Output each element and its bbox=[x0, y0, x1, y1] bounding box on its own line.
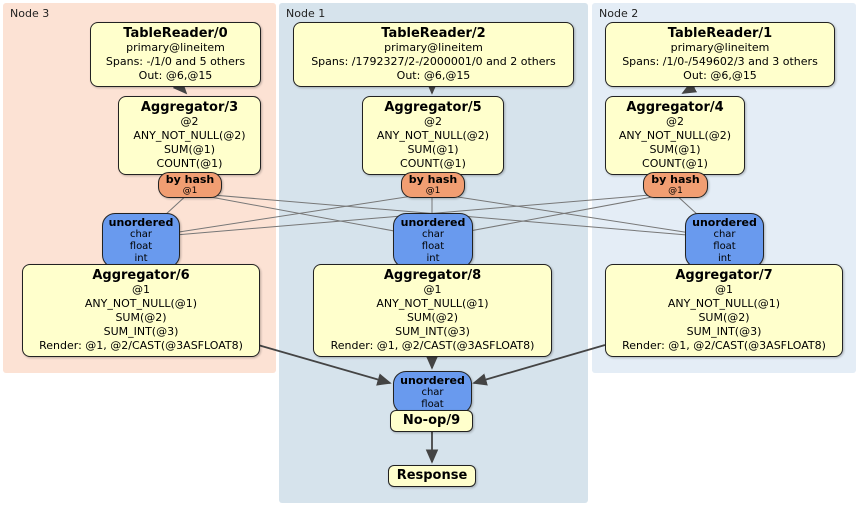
node-tablereader-2: TableReader/2 primary@lineitem Spans: /1… bbox=[293, 22, 574, 87]
sync-label: unordered bbox=[692, 216, 757, 229]
router-by-hash-3: by hash @1 bbox=[158, 172, 222, 198]
node-line: Render: @1, @2/CAST(@3ASFLOAT8) bbox=[622, 339, 826, 352]
node-line: SUM_INT(@3) bbox=[686, 325, 762, 338]
node-title: TableReader/1 bbox=[667, 26, 773, 41]
node-line: SUM_INT(@3) bbox=[395, 325, 470, 338]
sync-type: char bbox=[421, 229, 445, 240]
router-label: by hash bbox=[165, 173, 215, 186]
node-line: Render: @1, @2/CAST(@3ASFLOAT8) bbox=[39, 339, 243, 352]
router-by-hash-5: by hash @1 bbox=[401, 172, 465, 198]
router-columns: @1 bbox=[425, 186, 441, 196]
node-line: SUM(@1) bbox=[163, 143, 216, 156]
sync-type: float bbox=[129, 241, 153, 252]
router-label: by hash bbox=[408, 173, 458, 186]
router-label: by hash bbox=[651, 173, 700, 186]
node-line: ANY_NOT_NULL(@1) bbox=[84, 297, 198, 310]
node-line: @1 bbox=[715, 283, 733, 296]
node-response: Response bbox=[388, 465, 476, 487]
router-columns: @1 bbox=[668, 186, 683, 196]
node-line: SUM(@2) bbox=[406, 311, 459, 324]
node-line: @1 bbox=[132, 283, 150, 296]
node-line: Out: @6,@15 bbox=[396, 69, 471, 82]
panel-node-2-label: Node 2 bbox=[599, 7, 639, 20]
node-tablereader-1: TableReader/1 primary@lineitem Spans: /1… bbox=[605, 22, 835, 87]
node-line: COUNT(@1) bbox=[400, 157, 466, 170]
sync-type: float bbox=[421, 399, 444, 410]
node-line: ANY_NOT_NULL(@1) bbox=[667, 297, 781, 310]
node-title: TableReader/0 bbox=[123, 26, 228, 41]
node-line: ANY_NOT_NULL(@1) bbox=[376, 297, 489, 310]
sync-type: char bbox=[713, 229, 736, 240]
node-noop-9: No-op/9 bbox=[390, 410, 473, 432]
sync-type: float bbox=[421, 241, 445, 252]
node-line: Out: @6,@15 bbox=[683, 69, 757, 82]
node-line: primary@lineitem bbox=[126, 41, 225, 54]
sync-label: unordered bbox=[400, 374, 465, 387]
node-aggregator-6: Aggregator/6 @1 ANY_NOT_NULL(@1) SUM(@2)… bbox=[22, 264, 260, 357]
node-line: @1 bbox=[423, 283, 442, 296]
sync-unordered-node3: unordered char float int bbox=[102, 213, 180, 268]
sync-type: float bbox=[713, 241, 736, 252]
node-title: Aggregator/4 bbox=[626, 100, 724, 115]
node-line: ANY_NOT_NULL(@2) bbox=[376, 129, 490, 142]
node-title: Aggregator/8 bbox=[383, 268, 482, 283]
node-line: Spans: /1/0-/549602/3 and 3 others bbox=[622, 55, 818, 68]
node-line: @2 bbox=[180, 115, 199, 128]
node-line: Spans: -/1/0 and 5 others bbox=[105, 55, 246, 68]
node-line: SUM(@2) bbox=[698, 311, 750, 324]
node-aggregator-4: Aggregator/4 @2 ANY_NOT_NULL(@2) SUM(@1)… bbox=[605, 96, 745, 175]
node-line: Render: @1, @2/CAST(@3ASFLOAT8) bbox=[330, 339, 535, 352]
sync-type: int bbox=[717, 253, 732, 264]
sync-label: unordered bbox=[108, 216, 174, 229]
panel-node-3-label: Node 3 bbox=[10, 7, 50, 20]
node-line: SUM(@1) bbox=[407, 143, 459, 156]
node-aggregator-5: Aggregator/5 @2 ANY_NOT_NULL(@2) SUM(@1)… bbox=[362, 96, 504, 175]
node-title: No-op/9 bbox=[402, 413, 461, 428]
node-title: Aggregator/3 bbox=[140, 100, 239, 115]
node-line: SUM_INT(@3) bbox=[103, 325, 179, 338]
node-line: COUNT(@1) bbox=[156, 157, 223, 170]
node-line: @2 bbox=[424, 115, 442, 128]
node-title: TableReader/2 bbox=[381, 26, 486, 41]
sync-unordered-output: unordered char float bbox=[393, 371, 472, 414]
node-line: Out: @6,@15 bbox=[138, 69, 213, 82]
node-line: Spans: /1792327/2-/2000001/0 and 2 other… bbox=[311, 55, 556, 68]
sync-unordered-node1: unordered char float int bbox=[393, 213, 473, 268]
node-aggregator-3: Aggregator/3 @2 ANY_NOT_NULL(@2) SUM(@1)… bbox=[118, 96, 261, 175]
node-tablereader-0: TableReader/0 primary@lineitem Spans: -/… bbox=[90, 22, 261, 87]
sync-type: int bbox=[134, 253, 148, 264]
node-aggregator-7: Aggregator/7 @1 ANY_NOT_NULL(@1) SUM(@2)… bbox=[605, 264, 843, 357]
node-line: COUNT(@1) bbox=[642, 157, 708, 170]
node-line: ANY_NOT_NULL(@2) bbox=[618, 129, 732, 142]
sync-unordered-node2: unordered char float int bbox=[685, 213, 764, 268]
node-title: Aggregator/6 bbox=[92, 268, 190, 283]
node-line: SUM(@2) bbox=[115, 311, 167, 324]
panel-node-1-label: Node 1 bbox=[286, 7, 326, 20]
router-by-hash-4: by hash @1 bbox=[643, 172, 708, 198]
sync-label: unordered bbox=[400, 216, 466, 229]
node-line: ANY_NOT_NULL(@2) bbox=[133, 129, 246, 142]
node-aggregator-8: Aggregator/8 @1 ANY_NOT_NULL(@1) SUM(@2)… bbox=[313, 264, 552, 357]
sync-type: char bbox=[421, 387, 444, 398]
node-line: @2 bbox=[666, 115, 684, 128]
node-line: primary@lineitem bbox=[670, 41, 770, 54]
node-title: Aggregator/5 bbox=[384, 100, 482, 115]
sync-type: int bbox=[426, 253, 440, 264]
node-title: Aggregator/7 bbox=[675, 268, 773, 283]
node-title: Response bbox=[396, 468, 468, 483]
node-line: primary@lineitem bbox=[384, 41, 483, 54]
router-columns: @1 bbox=[182, 186, 198, 196]
node-line: SUM(@1) bbox=[649, 143, 701, 156]
sync-type: char bbox=[129, 229, 153, 240]
